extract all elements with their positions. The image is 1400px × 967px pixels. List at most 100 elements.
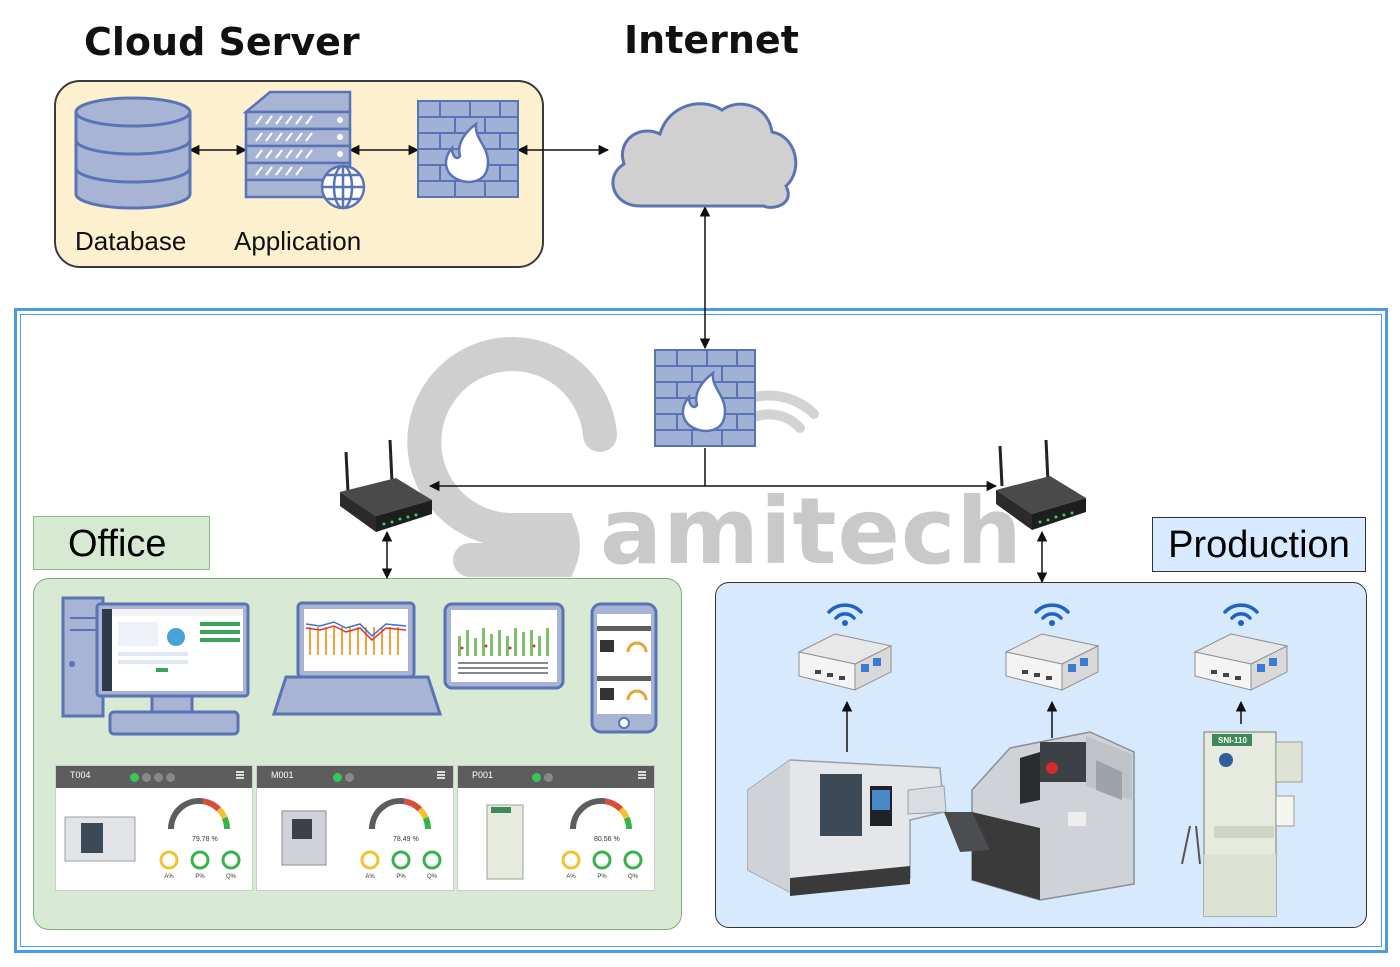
usb-port [1080, 658, 1088, 666]
status-dot [166, 773, 175, 782]
cloud-server-title: Cloud Server [84, 20, 360, 64]
kpi-label: Q% [226, 874, 237, 880]
kpi-label: P% [195, 874, 205, 880]
status-dot [345, 773, 354, 782]
oee-gauge-segment [604, 798, 623, 812]
oee-gauge-segment [618, 807, 630, 820]
kpi-ring [561, 850, 581, 870]
wifi-icon [1223, 603, 1259, 614]
kpi-ring [623, 850, 643, 870]
oee-gauge-segment [422, 816, 431, 830]
wifi-icon-dot [842, 620, 848, 626]
port [1223, 673, 1229, 677]
wifi-icon-dot [1049, 620, 1055, 626]
card-header [257, 766, 453, 788]
smartphone-icon [590, 602, 658, 734]
internet-cloud-icon [611, 102, 798, 209]
usb-port [1068, 664, 1076, 672]
office-router-icon [340, 439, 432, 532]
wifi-icon [827, 603, 863, 614]
office-label: Office [68, 523, 167, 565]
database-icon [74, 96, 192, 210]
production-tag: Production [1152, 517, 1366, 572]
internet-title: Internet [624, 18, 799, 62]
power-press-image [1181, 731, 1303, 917]
wifi-icon-inner [1230, 612, 1252, 620]
kpi-label: P% [396, 874, 406, 880]
wifi-icon-dot [1238, 620, 1244, 626]
press-model-label: SNI-110 [1218, 736, 1247, 745]
status-dot [532, 773, 541, 782]
port [815, 670, 821, 674]
port [1046, 676, 1052, 680]
usb-port [1269, 658, 1277, 666]
kpi-label: A% [365, 874, 375, 880]
card-header [458, 766, 654, 788]
wifi-icon [1034, 603, 1070, 614]
kpi-ring [592, 850, 612, 870]
port [1211, 670, 1217, 674]
kpi-ring [190, 850, 210, 870]
kpi-label: P% [597, 874, 607, 880]
kpi-label: Q% [427, 874, 438, 880]
iot-gateway-side [854, 645, 892, 691]
usb-port [873, 658, 881, 666]
kpi-ring [360, 850, 380, 870]
database-label: Database [75, 226, 187, 256]
iot-gateway-side [1250, 645, 1288, 691]
port [827, 673, 833, 677]
usb-port [1257, 664, 1265, 672]
card-menu-icon[interactable] [437, 771, 445, 779]
wifi-icon-inner [834, 612, 856, 620]
machine-id: M001 [271, 770, 294, 780]
oee-gauge-segment [417, 807, 429, 820]
oee-gauge-segment [569, 797, 606, 830]
oee-gauge-segment [167, 797, 204, 830]
samitech-watermark: amitech [600, 478, 1023, 585]
lan-firewall-icon [654, 349, 756, 447]
card-menu-icon[interactable] [638, 771, 646, 779]
status-dot [130, 773, 139, 782]
oee-gauge-segment [216, 807, 228, 820]
wifi-icon-inner [1041, 612, 1063, 620]
office-tag: Office [33, 516, 210, 570]
machine-thumbnail-detail [292, 819, 312, 839]
kpi-ring [159, 850, 179, 870]
production-label: Production [1168, 524, 1350, 566]
machine-thumbnail-detail [491, 807, 511, 813]
machine-id: T004 [70, 770, 91, 780]
card-menu-icon[interactable] [236, 771, 244, 779]
cnc-vertical-mill-image [944, 731, 1135, 901]
oee-gauge-segment [221, 816, 230, 830]
cnc-lathe-image [747, 759, 947, 896]
port [839, 676, 845, 680]
kpi-ring [391, 850, 411, 870]
iot-gateway-side [1061, 645, 1099, 691]
oee-gauge-segment [623, 816, 632, 830]
production-router-icon [996, 439, 1086, 530]
kpi-label: A% [566, 874, 576, 880]
machine-thumbnail [486, 804, 524, 880]
oee-value: 78.49 % [393, 836, 419, 843]
kpi-ring [221, 850, 241, 870]
status-dot [154, 773, 163, 782]
usb-port [861, 664, 869, 672]
desktop-computer-icon [61, 596, 250, 736]
oee-value: 79.78 % [192, 836, 218, 843]
globe-icon [320, 164, 366, 210]
oee-gauge-segment [403, 798, 422, 812]
status-dot [142, 773, 151, 782]
kpi-ring [422, 850, 442, 870]
status-dot [333, 773, 342, 782]
machine-id: P001 [472, 770, 494, 780]
application-label: Application [234, 226, 362, 256]
oee-gauge-segment [368, 797, 405, 830]
kpi-label: Q% [628, 874, 639, 880]
laptop-icon [271, 601, 443, 716]
